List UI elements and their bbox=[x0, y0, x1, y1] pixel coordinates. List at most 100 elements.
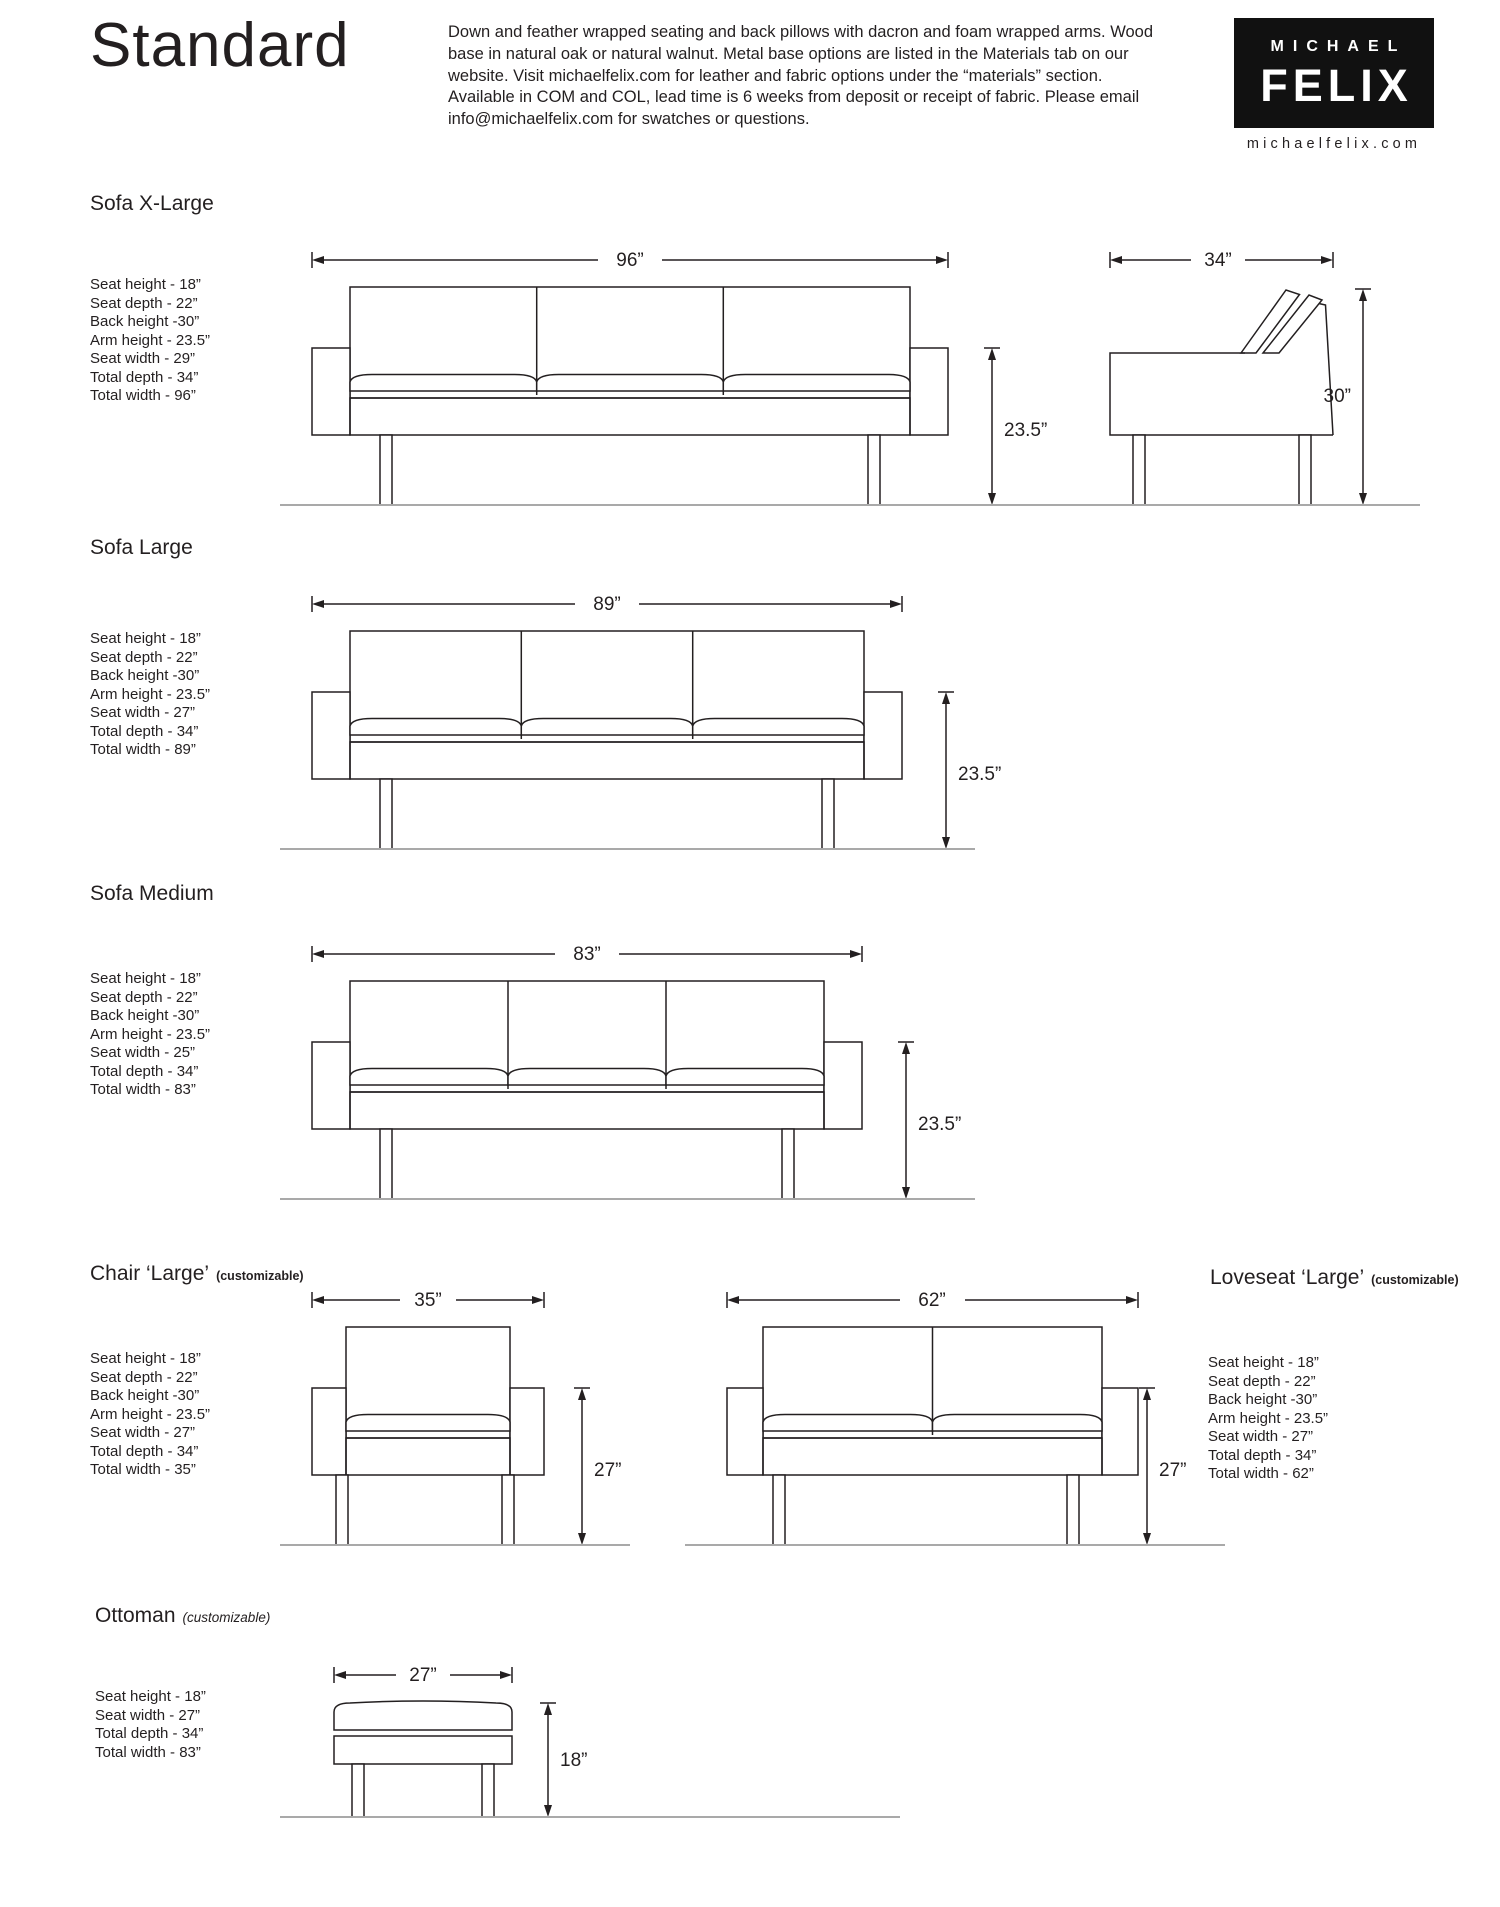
spec-line: Arm height - 23.5” bbox=[90, 331, 211, 349]
left-arm bbox=[311, 1041, 351, 1130]
right-arm bbox=[909, 347, 949, 436]
dim-arm-height-label: 23.5” bbox=[918, 1114, 961, 1135]
spec-line: Total depth - 34” bbox=[90, 368, 199, 386]
spec-line: Seat height - 18” bbox=[1208, 1354, 1319, 1371]
spec-line: Back height -30” bbox=[1208, 1391, 1318, 1408]
loveseat-front-drawing: 62” 27” bbox=[726, 1290, 1186, 1546]
spec-line: Seat depth - 22” bbox=[90, 648, 198, 666]
dim-height-label: 18” bbox=[560, 1750, 587, 1771]
ground-line bbox=[685, 1544, 1225, 1546]
leg bbox=[867, 434, 881, 506]
spec-line: Seat depth - 22” bbox=[90, 988, 198, 1006]
width-dimension: 96” bbox=[311, 250, 949, 271]
spec-line: Seat width - 27” bbox=[90, 704, 196, 721]
height-dimension: 18” bbox=[540, 1702, 587, 1818]
logo-box: MICHAEL FELIX bbox=[1234, 18, 1434, 128]
ground-line bbox=[280, 1198, 975, 1200]
spec-line: Seat depth - 22” bbox=[90, 294, 198, 312]
spec-list-ottoman: Seat height - 18” Seat width - 27” Total… bbox=[95, 1688, 206, 1762]
spec-line: Total width - 96” bbox=[90, 387, 196, 404]
width-dimension: 35” bbox=[311, 1290, 545, 1311]
ground-line bbox=[280, 1544, 630, 1546]
height-dimension: 27” bbox=[574, 1387, 621, 1546]
loveseat-subtitle: (customizable) bbox=[1371, 1273, 1459, 1287]
dim-width-label: 96” bbox=[616, 250, 643, 271]
back-cushion bbox=[1261, 294, 1324, 354]
leg bbox=[501, 1474, 515, 1546]
spec-list-loveseat: Seat height - 18” Seat depth - 22” Back … bbox=[1208, 1354, 1328, 1484]
leg bbox=[379, 434, 393, 506]
back-dividers bbox=[535, 287, 725, 395]
base-frame bbox=[345, 1437, 511, 1476]
height-dimension: 27” bbox=[1139, 1387, 1186, 1546]
seat-cushion bbox=[520, 717, 694, 736]
right-arm bbox=[1101, 1387, 1139, 1476]
base-frame bbox=[333, 1735, 513, 1765]
spec-line: Seat depth - 22” bbox=[1208, 1372, 1316, 1390]
left-arm bbox=[726, 1387, 764, 1476]
seat-cushion bbox=[507, 1067, 667, 1086]
spec-line: Back height -30” bbox=[90, 313, 200, 330]
page-title: Standard bbox=[90, 11, 350, 80]
seat-cushion bbox=[349, 717, 523, 736]
total-height-dimension: 30” bbox=[1324, 288, 1371, 506]
leg bbox=[1298, 434, 1312, 506]
dim-height-label: 27” bbox=[594, 1460, 621, 1481]
section-title-chair: Chair ‘Large’ (customizable) bbox=[90, 1262, 304, 1286]
spec-line: Back height -30” bbox=[90, 1387, 200, 1404]
spec-list-sofa-large: Seat height - 18” Seat depth - 22” Back … bbox=[90, 630, 210, 760]
base-frame bbox=[349, 741, 865, 780]
spec-line: Back height -30” bbox=[90, 667, 200, 684]
spec-list-chair: Seat height - 18” Seat depth - 22” Back … bbox=[90, 1350, 210, 1480]
base-frame bbox=[349, 397, 911, 436]
logo-wordmark-michael: MICHAEL bbox=[1270, 38, 1407, 55]
section-title-ottoman: Ottoman (customizable) bbox=[95, 1604, 270, 1628]
ground-line bbox=[280, 1816, 900, 1818]
seat-cushion bbox=[535, 373, 725, 392]
body-outline bbox=[1109, 352, 1333, 436]
right-arm bbox=[863, 691, 903, 780]
width-dimension: 89” bbox=[311, 594, 903, 615]
dim-width-label: 83” bbox=[573, 944, 600, 965]
back-frame bbox=[1311, 301, 1334, 436]
spec-line: Total depth - 34” bbox=[1208, 1446, 1317, 1464]
section-title-sofa-medium: Sofa Medium bbox=[90, 882, 214, 905]
seat-cushion bbox=[665, 1067, 825, 1086]
width-dimension: 62” bbox=[726, 1290, 1139, 1311]
seat-cushion bbox=[762, 1413, 934, 1432]
loveseat-title: Loveseat ‘Large’ bbox=[1210, 1266, 1365, 1289]
dim-height-label: 27” bbox=[1159, 1460, 1186, 1481]
leg bbox=[781, 1128, 795, 1200]
dim-width-label: 89” bbox=[593, 594, 620, 615]
spec-line: Seat width - 27” bbox=[1208, 1428, 1314, 1445]
sofa-medium-front-drawing: 83” 23.5” bbox=[311, 944, 961, 1200]
seat-cushion bbox=[349, 1067, 509, 1086]
right-arm bbox=[509, 1387, 545, 1476]
spec-line: Seat width - 27” bbox=[95, 1706, 201, 1724]
product-description: Down and feather wrapped seating and bac… bbox=[448, 23, 1154, 129]
spec-list-sofa-medium: Seat height - 18” Seat depth - 22” Back … bbox=[90, 970, 210, 1100]
spec-line: Total depth - 34” bbox=[90, 1062, 199, 1080]
leg bbox=[821, 778, 835, 850]
arm-height-dimension: 23.5” bbox=[938, 691, 1001, 850]
spec-line: Total width - 83” bbox=[90, 1081, 196, 1098]
seat-cushion bbox=[691, 717, 865, 736]
back-dividers bbox=[520, 631, 694, 739]
seat-cushion bbox=[722, 373, 911, 392]
chair-front-drawing: 35” 27” bbox=[311, 1290, 621, 1546]
chair-subtitle: (customizable) bbox=[216, 1269, 304, 1283]
leg bbox=[335, 1474, 349, 1546]
base-frame bbox=[762, 1437, 1103, 1476]
dim-width-label: 27” bbox=[409, 1665, 436, 1686]
spec-line: Seat height - 18” bbox=[90, 276, 201, 293]
leg bbox=[772, 1474, 786, 1546]
brand-logo: MICHAEL FELIX michaelfelix.com bbox=[1234, 18, 1434, 152]
leg bbox=[1066, 1474, 1080, 1546]
spec-line: Total depth - 34” bbox=[90, 722, 199, 740]
sofa-xl-front-drawing: 96” 23.5” bbox=[311, 250, 1047, 506]
back-cushion bbox=[1239, 289, 1301, 354]
ottoman-drawing: 27” 18” bbox=[333, 1665, 587, 1818]
seat-cushion bbox=[345, 1413, 511, 1432]
dim-arm-height-label: 23.5” bbox=[1004, 420, 1047, 441]
